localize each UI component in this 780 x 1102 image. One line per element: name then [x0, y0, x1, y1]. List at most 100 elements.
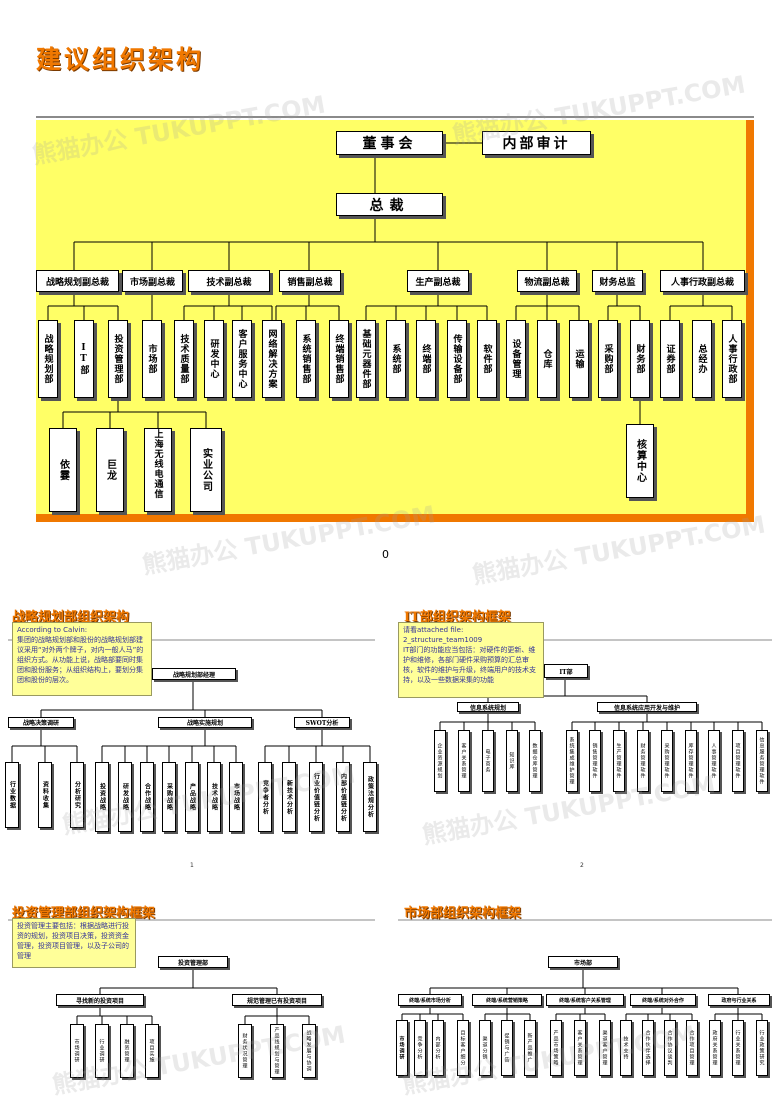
slide1-page-number: 1	[190, 862, 194, 869]
slide2-root: IT部	[544, 664, 588, 678]
slide4-l2-support: 技术支持	[620, 1020, 632, 1076]
slide1-l2-market: 市场战略	[229, 762, 243, 832]
slide2-l2-project-sw: 项目管理软件	[732, 730, 744, 792]
slide1-l1-research: 战略决策调研	[8, 717, 74, 728]
slide2-l2-hr-sw: 人事管理软件	[708, 730, 720, 792]
slide2-l2-knowledge: 知识库	[506, 730, 518, 792]
slide2-l2-purchase-sw: 采购管理软件	[661, 730, 673, 792]
slide2-l2-sales-sw: 销售管理软件	[589, 730, 601, 792]
slide1-l2-purchasing: 采购战略	[162, 762, 176, 832]
slide3-l2-industry-research: 行业调研	[95, 1024, 109, 1078]
cfo: 财务总监	[592, 270, 643, 292]
slide4-l2-segmentation: 目标客户细分	[457, 1020, 469, 1076]
slide2-l1-development: 信息系统应用开发与维护	[597, 702, 697, 712]
accounting-center: 核算中心	[626, 424, 654, 498]
dept-rnd: 研发中心	[204, 320, 224, 398]
vp-technology: 技术副总裁	[188, 270, 270, 292]
slide4-l2-policy-research: 行业政策研究	[756, 1020, 768, 1076]
slide4-l2-internal: 内部分析	[432, 1020, 444, 1076]
slide2-l2-finance-sw: 财务管理软件	[637, 730, 649, 792]
dept-strategy: 战略规划部	[38, 320, 58, 398]
slide4-l2-gov-relations: 政府关系管理	[709, 1020, 721, 1076]
slide1-l2-rnd: 研发战略	[118, 762, 132, 832]
slide1-l2-internal-chain: 内部价值链分析	[336, 762, 350, 832]
slide4-l2-competition: 竞争分析	[414, 1020, 426, 1076]
dept-terminal-sales: 终端销售部	[329, 320, 349, 398]
slide1-l2-technology: 技术战略	[207, 762, 221, 832]
dept-transmission: 传输设备部	[447, 320, 467, 398]
vp-strategy: 战略规划副总裁	[36, 270, 119, 292]
chart-shadow-right	[746, 120, 754, 522]
sub-yisha: 依霎	[49, 428, 77, 512]
slide4-l2-channel-accounts: 渠道客户管理	[599, 1020, 611, 1076]
vp-production: 生产副总裁	[407, 270, 469, 292]
dept-gm-office: 总经办	[692, 320, 712, 398]
slide1-note: According to Calvin: 集团的战略规划部和股份的战略规划部建议…	[12, 622, 152, 696]
dept-system-sales: 系统销售部	[296, 320, 316, 398]
slide2-l2-production-sw: 生产管理软件	[613, 730, 625, 792]
slide1-l2-product: 产品战略	[185, 762, 199, 832]
slide2-l2-inventory-sw: 库存管理软件	[685, 730, 697, 792]
slide3-root: 投资管理部	[158, 956, 228, 968]
slide4-l2-product-strategy: 产品市场策略	[550, 1020, 562, 1076]
dept-transport: 运输	[569, 320, 589, 398]
slide3-l2-product-line: 产品线规划与管理	[270, 1024, 284, 1078]
slide2-l2-ecommerce: 电子商务	[482, 730, 494, 792]
chart-shadow-bottom	[36, 514, 754, 522]
dept-securities: 证券部	[660, 320, 680, 398]
slide4-l2-industry-relations: 行业关系管理	[732, 1020, 744, 1076]
slide4-title: 市场部组织架构框架	[404, 906, 522, 921]
sub-julong: 巨龙	[96, 428, 124, 512]
slide1-l1-swot: SWOT分析	[294, 717, 350, 728]
slide1-l2-new-tech: 新技术分析	[282, 762, 296, 832]
slide3-l2-financial-status: 财务状况管理	[238, 1024, 252, 1078]
president-box: 总裁	[336, 193, 443, 216]
slide3-l1-existing: 规范管理已有投资项目	[232, 994, 322, 1006]
slide2-page-number: 2	[580, 862, 584, 869]
slide1-root: 战略规划部经理	[152, 668, 236, 680]
slide4-root: 市场部	[548, 956, 618, 968]
audit-box: 内部审计	[482, 131, 591, 155]
slide2-l1-planning: 信息系统规划	[457, 702, 519, 712]
slide1-l2-industry-chain: 行业价值链分析	[309, 762, 323, 832]
dept-terminal: 终端部	[416, 320, 436, 398]
vp-marketing: 市场副总裁	[122, 270, 183, 292]
vp-sales: 销售副总裁	[279, 270, 341, 292]
sub-industrial: 实业公司	[190, 428, 222, 512]
slide4-l1-cooperation: 终端/系统对外合作	[630, 994, 696, 1006]
slide4-l1-analysis: 终端/系统市场分析	[398, 994, 462, 1006]
slide2-title: IT部组织架构框架	[404, 610, 511, 625]
dept-investment: 投资管理部	[108, 320, 128, 398]
slide3-l2-implementation: 项目实施	[145, 1024, 159, 1078]
slide1-l1-implementation: 战略实施规划	[158, 717, 252, 728]
slide4-l2-key-accounts: 客户关系管理	[574, 1020, 586, 1076]
slide4-l1-government: 政府与行业关系	[708, 994, 770, 1006]
page-number-main: 0	[382, 548, 389, 561]
slide3-l2-financing: 融资管理	[120, 1024, 134, 1078]
slide3-note: 投资管理主要包括：根据战略进行投资的规划，投资项目决策，投资资金管理，投资项目管…	[12, 918, 136, 968]
dept-network-solutions: 网络解决方案	[262, 320, 282, 398]
dept-components: 基础元器件部	[356, 320, 376, 398]
slide4-l2-project: 合作项目管理	[686, 1020, 698, 1076]
dept-it: IT部	[74, 320, 94, 398]
slide2-l2-crm: 客户关系管理	[458, 730, 470, 792]
slide4-l2-promotion: 促销与广告	[501, 1020, 513, 1076]
slide1-l2-industry-data: 行业数据	[5, 762, 19, 828]
slide3-l2-strategy-coordination: 战略发展与协调	[302, 1024, 316, 1078]
dept-finance: 财务部	[630, 320, 650, 398]
slide1-l2-cooperation: 合作战略	[140, 762, 154, 832]
slide1-l2-collection: 资料收集	[38, 762, 52, 828]
dept-hr-admin: 人事行政部	[722, 320, 742, 398]
slide3-l2-market-research: 市场调研	[70, 1024, 84, 1078]
slide4-l2-distribution: 渠道分销	[479, 1020, 491, 1076]
slide2-l2-data-warehouse: 数据仓库管理	[529, 730, 541, 792]
slide1-title: 战略规划部组织架构	[12, 610, 130, 625]
slide4-l1-strategy: 终端/系统营销策略	[472, 994, 542, 1006]
dept-tech-quality: 技术质量部	[174, 320, 194, 398]
slide4-l2-partner-selection: 合作伙伴选择	[642, 1020, 654, 1076]
slide4-l2-new-product: 新产品推广	[524, 1020, 536, 1076]
slide1-l2-analysis: 分析研究	[70, 762, 84, 828]
dept-equipment: 设备管理	[506, 320, 526, 398]
slide4-l2-negotiation: 合作协议谈判	[664, 1020, 676, 1076]
